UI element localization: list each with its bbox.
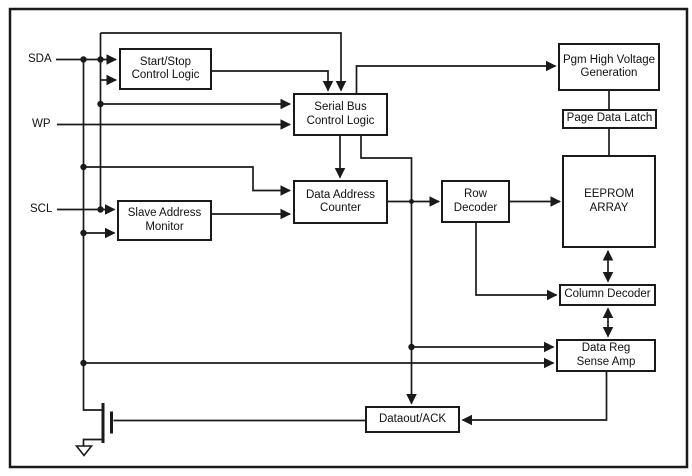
block-start-stop-control-logic: Start/Stop Control Logic [119, 48, 212, 90]
mosfet-source-lead [82, 438, 102, 446]
junction-dot [80, 359, 87, 367]
serialbus-to-dataout-line [360, 136, 417, 405]
startstop-to-serialbus-line [212, 70, 334, 92]
pin-label-scl: SCL [30, 203, 53, 215]
junction-dot [80, 229, 87, 237]
connection-lines [56, 32, 614, 426]
junction-dots [80, 56, 415, 367]
top-to-serialbus-line [100, 32, 347, 92]
output-mosfet-icon [74, 403, 113, 457]
serialbus-to-pgmhv-line [355, 60, 557, 93]
block-data-reg-sense-amp: Data Reg Sense Amp [556, 339, 656, 372]
block-eeprom-array: EEPROM ARRAY [562, 155, 656, 248]
block-dataout-ack: Dataout/ACK [365, 406, 460, 433]
junction-dot [97, 100, 104, 108]
junction-dot [408, 343, 415, 351]
block-column-decoder: Column Decoder [559, 284, 656, 306]
ground-icon [74, 445, 94, 457]
junction-dot [80, 163, 87, 171]
block-data-address-counter: Data Address Counter [293, 180, 388, 224]
pin-label-sda: SDA [28, 53, 52, 65]
junction-dot [80, 56, 87, 63]
junction-dot [409, 199, 414, 204]
junction-dot [97, 56, 104, 63]
block-page-data-latch: Page Data Latch [562, 109, 657, 129]
block-row-decoder: Row Decoder [441, 180, 510, 223]
sda-bus-line [82, 59, 102, 411]
datareg-to-dataout-line [461, 371, 608, 426]
block-slave-address-monitor: Slave Address Monitor [117, 200, 212, 241]
rowdec-to-coldec-line [475, 223, 558, 301]
diagram-frame [8, 7, 689, 469]
bus-to-dataaddr-line [83, 166, 292, 196]
junction-dot [97, 206, 104, 213]
block-serial-bus-control-logic: Serial Bus Control Logic [293, 93, 388, 136]
block-pgm-high-voltage-generation: Pgm High Voltage Generation [558, 43, 660, 91]
pin-label-wp: WP [32, 118, 51, 130]
